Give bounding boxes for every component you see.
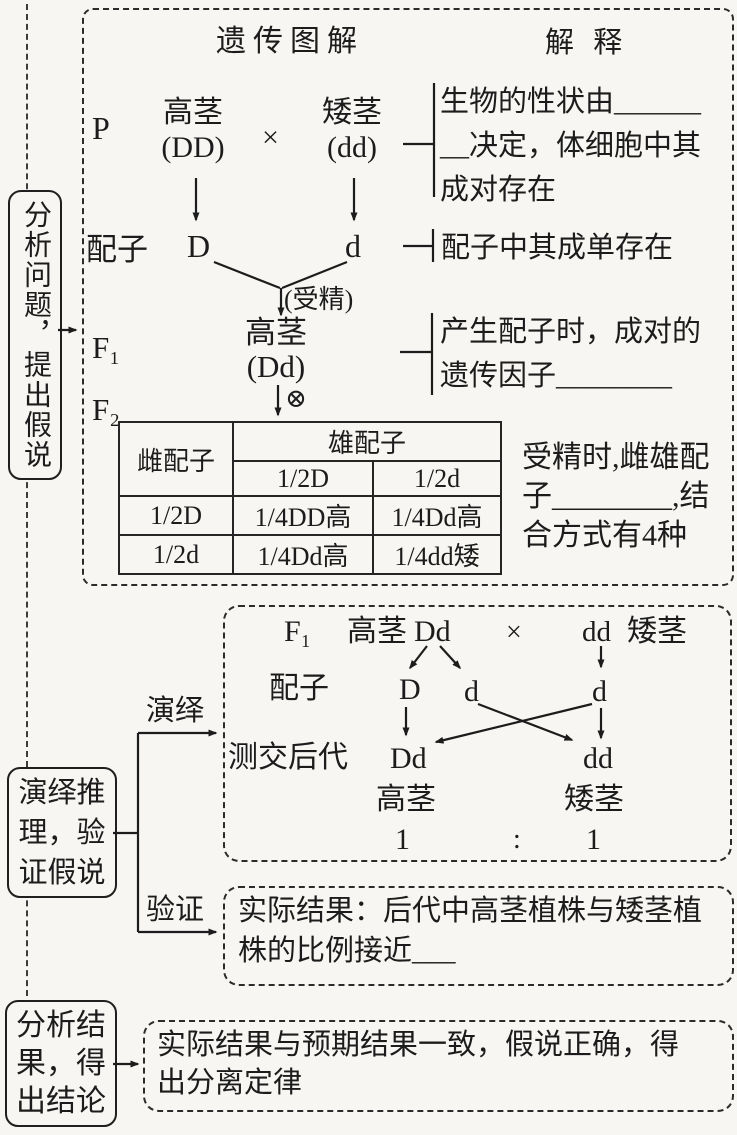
explanation-pair-separation: 产生配子时，成对的 遗传因子________	[440, 316, 702, 392]
short-parent-phenotype: 矮茎	[322, 96, 382, 129]
testcross-f1-genotype: Dd	[414, 615, 451, 648]
testcross-gamete-D: D	[399, 673, 421, 706]
self-pollination-icon: ⊗	[285, 384, 307, 413]
verify-result-box	[223, 886, 734, 986]
short-parent-genotype: (dd)	[327, 131, 377, 164]
testcross-offspring-label: 测交后代	[228, 741, 348, 774]
explanation-gamete-single: 配子中其成单存在	[441, 232, 674, 264]
punnett-female-gamete-2: 1/2d	[118, 534, 234, 575]
tester-phenotype: 矮茎	[627, 615, 687, 648]
ratio-right-value: 1	[586, 823, 601, 856]
flow-spine-line	[26, 4, 28, 1006]
tall-parent-phenotype: 高茎	[163, 96, 223, 129]
conclusion-text: 实际结果与预期结果一致，假说正确，得 出分离定律	[157, 1029, 680, 1099]
offspring-Dd: Dd	[390, 742, 427, 775]
punnett-cell-ddShort: 1/4dd矮	[372, 534, 502, 575]
gamete-D: D	[187, 228, 211, 264]
offspring-dd: dd	[583, 742, 613, 775]
testcross-gametes-label: 配子	[269, 672, 329, 705]
punnett-male-gamete-2: 1/2d	[372, 460, 502, 497]
punnett-corner-cell: 雌配子	[118, 421, 234, 497]
f1-genotype: (Dd)	[246, 349, 306, 384]
ratio-left-value: 1	[395, 823, 410, 856]
punnett-cell-DDhigh: 1/4DD高	[232, 495, 374, 536]
testcross-cross-icon: ×	[506, 617, 522, 648]
column-title-explanation: 解 释	[545, 27, 629, 59]
f2-generation-label: F₂	[92, 392, 121, 427]
punnett-square-table: 雌配子 雄配子 1/2D 1/2d 1/2D 1/4DD高 1/4Dd高 1/2…	[118, 421, 502, 575]
testcross-gamete-d-mid: d	[464, 675, 479, 708]
fertilization-note: (受精)	[284, 285, 354, 314]
f1-generation-label: F₁	[92, 330, 121, 365]
stage-label-deduce-verify-text: 演绎推 理，验 证假说	[18, 776, 106, 889]
tester-genotype: dd	[582, 616, 611, 648]
f1-phenotype: 高茎	[245, 315, 307, 350]
punnett-female-gamete-1: 1/2D	[118, 495, 234, 536]
explanation-trait-determination: 生物的性状由______ __决定，体细胞中其 成对存在	[440, 86, 702, 206]
testcross-gamete-d-right: d	[592, 675, 607, 708]
testcross-f1-label: F₁	[284, 615, 312, 648]
stage-label-conclude: 分析结 果，得 出结论	[5, 1000, 117, 1127]
gamete-d: d	[345, 228, 361, 264]
p-generation-label: P	[92, 110, 110, 146]
ratio-colon: :	[513, 824, 521, 855]
conclusion-box	[143, 1020, 734, 1112]
column-title-genetic-diagram: 遗传图解	[216, 25, 364, 58]
punnett-male-gamete-1: 1/2D	[232, 460, 374, 497]
explanation-fertilization-combination: 受精时,雌雄配 子________,结 合方式有4种	[522, 441, 710, 552]
punnett-male-gamete-header: 雄配子	[232, 421, 502, 462]
verify-result-text: 实际结果：后代中高茎植株与矮茎植 株的比例接近___	[238, 895, 703, 967]
hybridization-cross-icon: ×	[262, 121, 279, 154]
genetic-diagram-box	[82, 8, 734, 586]
stage-label-analyze-propose: 分析问题，提出假说	[8, 190, 62, 480]
stage-label-conclude-text: 分析结 果，得 出结论	[16, 1008, 106, 1118]
test-cross-box	[223, 605, 732, 862]
deduce-branch-label: 演绎	[146, 695, 205, 727]
tall-parent-genotype: (DD)	[161, 131, 225, 164]
stage-label-analyze-propose-text: 分析问题，提出假说	[20, 200, 51, 470]
verify-branch-label: 验证	[146, 894, 205, 926]
punnett-cell-DdHigh-1: 1/4Dd高	[372, 495, 502, 536]
punnett-cell-DdHigh-2: 1/4Dd高	[232, 534, 374, 575]
offspring-tall-phenotype: 高茎	[376, 783, 436, 816]
gametes-row-label: 配子	[86, 232, 148, 267]
stage-label-deduce-verify: 演绎推 理，验 证假说	[7, 767, 117, 898]
offspring-short-phenotype: 矮茎	[564, 783, 624, 816]
testcross-f1-phenotype: 高茎	[347, 615, 407, 648]
